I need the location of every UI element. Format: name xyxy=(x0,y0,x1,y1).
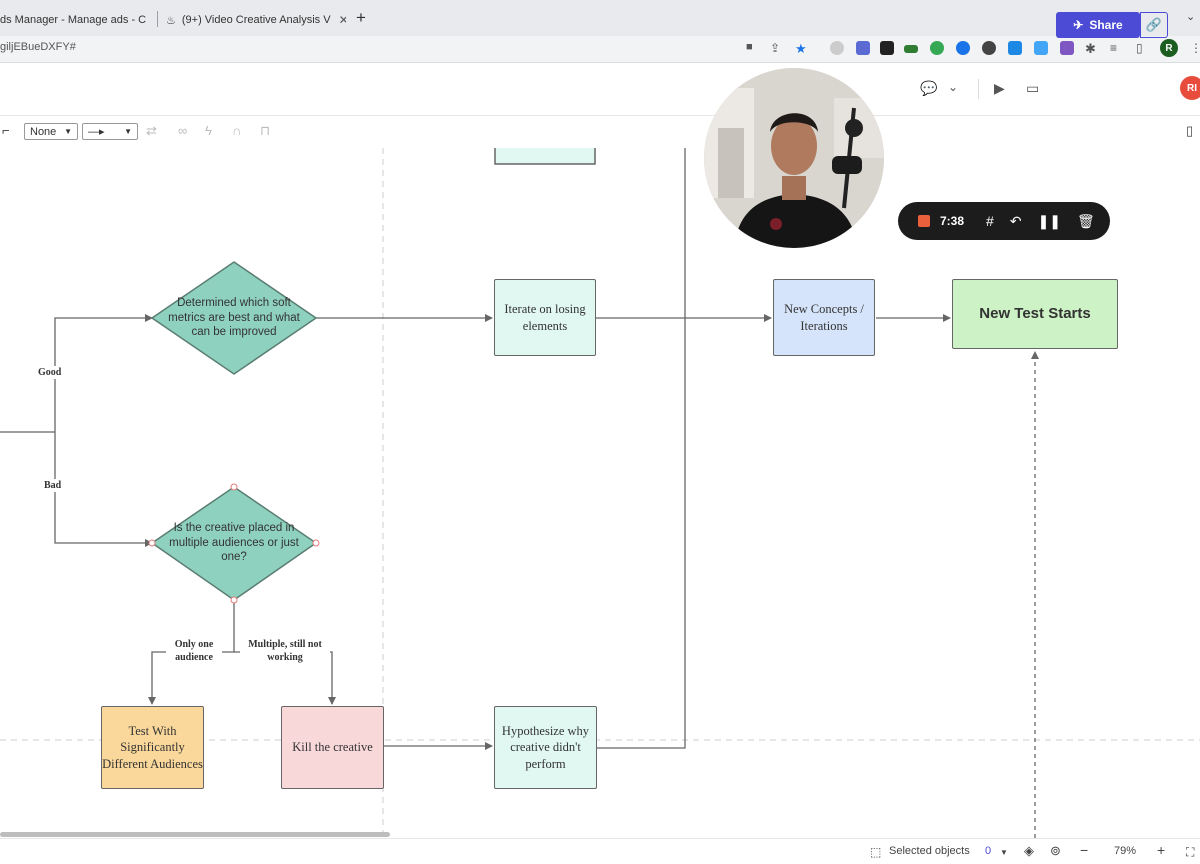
address-bar: giljEBueDXFY# ■ ⇪ ★ ✱ ≡ ▯ R ⋮ xyxy=(0,36,1200,63)
camera-icon[interactable]: ■ xyxy=(746,41,753,53)
tab-title: ds Manager - Manage ads - C xyxy=(0,14,147,26)
extension-icon[interactable] xyxy=(930,41,944,55)
webcam-bubble[interactable] xyxy=(704,68,884,248)
stop-recording-button[interactable] xyxy=(918,215,930,227)
tab-separator xyxy=(157,11,158,27)
horizontal-scrollbar[interactable] xyxy=(0,832,390,837)
zoom-in-button[interactable]: + xyxy=(1157,842,1166,858)
app-header: 💬 ⌄ ▶ ▭ xyxy=(0,63,1200,116)
selection-handle[interactable] xyxy=(312,539,320,547)
selected-objects-label: Selected objects xyxy=(889,845,970,857)
node-test-with[interactable]: Test With Significantly Different Audien… xyxy=(101,706,204,789)
extension-icon[interactable] xyxy=(856,41,870,55)
lightning-icon[interactable]: ϟ xyxy=(205,123,212,138)
connector[interactable] xyxy=(596,148,686,749)
selection-handle[interactable] xyxy=(230,596,238,604)
line-start-select[interactable]: None ▼ xyxy=(24,123,78,140)
decision-diamond-metrics[interactable] xyxy=(150,261,318,375)
side-panel-icon[interactable]: ▯ xyxy=(1136,41,1143,55)
layers-icon[interactable]: ◈ xyxy=(1024,843,1034,858)
format-toolbar: ⌐ None ▼ —▸ ▼ ⇄ ∞ ϟ ∩ ⊓ ▯ xyxy=(0,116,1200,149)
node-new-test-starts[interactable]: New Test Starts xyxy=(952,279,1118,349)
puzzle-icon[interactable]: ✱ xyxy=(1085,41,1096,56)
bookmark-star-icon[interactable]: ★ xyxy=(795,41,807,56)
extension-icon[interactable] xyxy=(956,41,970,55)
label-good: Good xyxy=(38,366,62,379)
link-icon[interactable]: ∞ xyxy=(178,123,188,138)
node-new-concepts[interactable]: New Concepts / Iterations xyxy=(773,279,875,356)
dropdown-arrow-icon[interactable]: ▼ xyxy=(1000,848,1008,857)
line-end-value: —▸ xyxy=(88,126,105,138)
more-menu-icon[interactable]: ⋮ xyxy=(1190,41,1200,55)
zoom-level[interactable]: 79% xyxy=(1114,845,1137,857)
node-kill-creative[interactable]: Kill the creative xyxy=(281,706,384,789)
line-end-select[interactable]: —▸ ▼ xyxy=(82,123,138,140)
swap-arrows-icon[interactable]: ⇄ xyxy=(146,123,157,138)
label-bad: Bad xyxy=(44,479,62,492)
diagram-canvas[interactable]: Determined which soft metrics are best a… xyxy=(0,148,1200,838)
present-icon[interactable]: ▶ xyxy=(994,80,1005,96)
share-page-icon[interactable]: ⇪ xyxy=(770,41,781,55)
navigate-icon[interactable]: ⊚ xyxy=(1050,843,1061,858)
user-avatar[interactable]: RI xyxy=(1180,76,1200,100)
extension-icon[interactable] xyxy=(880,41,894,55)
extension-icon[interactable] xyxy=(904,45,918,53)
recording-controls: 7:38 # ↶ ❚❚ 🗑 xyxy=(898,202,1110,240)
selection-handle[interactable] xyxy=(148,539,156,547)
extension-icon[interactable] xyxy=(830,41,844,55)
lock-icon[interactable]: ⊓ xyxy=(260,123,271,138)
tab-favicon-icon: ♨ xyxy=(166,14,176,27)
pause-icon[interactable]: ❚❚ xyxy=(1037,212,1062,229)
url-text[interactable]: giljEBueDXFY# xyxy=(0,41,76,53)
undo-icon[interactable]: ↶ xyxy=(1009,212,1022,229)
comment-icon[interactable]: 💬 xyxy=(920,80,938,96)
webcam-person-image xyxy=(704,68,884,248)
profile-avatar[interactable]: R xyxy=(1160,39,1178,57)
fullscreen-icon[interactable]: ⛶ xyxy=(1186,845,1195,859)
line-style-icon[interactable]: ⌐ xyxy=(2,123,10,138)
share-button-label: Share xyxy=(1089,18,1123,32)
node-is-creative-text: Is the creative placed in multiple audie… xyxy=(169,521,299,564)
node-iterate[interactable]: Iterate on losing elements xyxy=(494,279,596,356)
share-button[interactable]: ✈ Share xyxy=(1056,12,1140,38)
extension-icon[interactable] xyxy=(1034,41,1048,55)
reading-list-icon[interactable]: ≡ xyxy=(1110,41,1118,55)
select-cursor-icon[interactable]: ⬚ xyxy=(870,845,882,859)
dropdown-arrow-icon: ▼ xyxy=(64,127,72,136)
browser-tab-video-analysis[interactable]: ♨ (9+) Video Creative Analysis V ✕ xyxy=(166,6,346,34)
dropdown-arrow-icon: ▼ xyxy=(124,127,132,136)
connector-bad[interactable] xyxy=(54,432,153,547)
label-multiple: Multiple, still not working xyxy=(240,638,330,664)
node-hypothesize[interactable]: Hypothesize why creative didn't perform xyxy=(494,706,597,789)
extension-icon[interactable] xyxy=(1008,41,1022,55)
extension-icon[interactable] xyxy=(982,41,996,55)
chevron-down-icon[interactable]: ⌄ xyxy=(1186,11,1196,23)
magnet-icon[interactable]: ∩ xyxy=(232,123,242,138)
trash-icon[interactable]: 🗑 xyxy=(1077,212,1095,229)
recording-time: 7:38 xyxy=(940,214,965,228)
selection-handle[interactable] xyxy=(230,483,238,491)
divider xyxy=(978,79,979,99)
node-determined-text: Determined which soft metrics are best a… xyxy=(168,296,300,339)
grid-icon[interactable]: # xyxy=(986,213,994,229)
panel-toggle-icon[interactable]: ▯ xyxy=(1186,123,1194,138)
video-icon[interactable]: ▭ xyxy=(1026,80,1040,96)
zoom-out-button[interactable]: − xyxy=(1080,842,1089,858)
status-bar: ⬚ Selected objects 0 ▼ ◈ ⊚ − 79% + ⛶ xyxy=(0,838,1200,864)
partial-node-box[interactable] xyxy=(494,148,596,165)
connector-good[interactable] xyxy=(54,314,153,432)
copy-link-button[interactable]: 🔗 xyxy=(1140,12,1168,38)
browser-tab-ads-manager[interactable]: ds Manager - Manage ads - C ✕ xyxy=(0,6,150,34)
browser-tab-bar: ds Manager - Manage ads - C ✕ ♨ (9+) Vid… xyxy=(0,0,1200,36)
close-icon[interactable]: ✕ xyxy=(338,13,346,27)
chevron-down-icon[interactable]: ⌄ xyxy=(948,80,959,94)
link-icon: 🔗 xyxy=(1145,17,1163,32)
label-only-one: Only one audience xyxy=(166,638,222,664)
extension-icon[interactable] xyxy=(1060,41,1074,55)
selected-objects-count: 0 xyxy=(985,845,992,857)
tab-title: (9+) Video Creative Analysis V xyxy=(181,14,331,26)
line-start-value: None xyxy=(30,125,57,138)
new-tab-button[interactable]: + xyxy=(356,8,366,27)
send-icon: ✈ xyxy=(1073,18,1084,32)
